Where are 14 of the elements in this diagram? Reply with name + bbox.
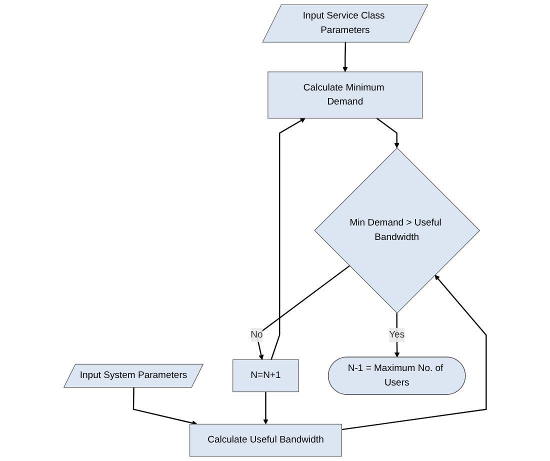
arrow (376, 118, 400, 148)
arrow (263, 392, 268, 424)
node-diamond: Min Demand > Useful Bandwidth (314, 148, 480, 314)
edge-label: No (250, 330, 263, 340)
arrow (342, 42, 348, 72)
arrow (256, 265, 350, 360)
arrow (394, 313, 400, 358)
edge-label: Yes (389, 330, 405, 340)
node-box: Calculate Useful Bandwidth (190, 424, 342, 457)
arrow (342, 274, 487, 430)
node-box: N=N+1 (232, 359, 299, 392)
node-box: Calculate Minimum Demand (268, 72, 423, 119)
arrow (270, 118, 306, 360)
arrow (132, 388, 198, 426)
